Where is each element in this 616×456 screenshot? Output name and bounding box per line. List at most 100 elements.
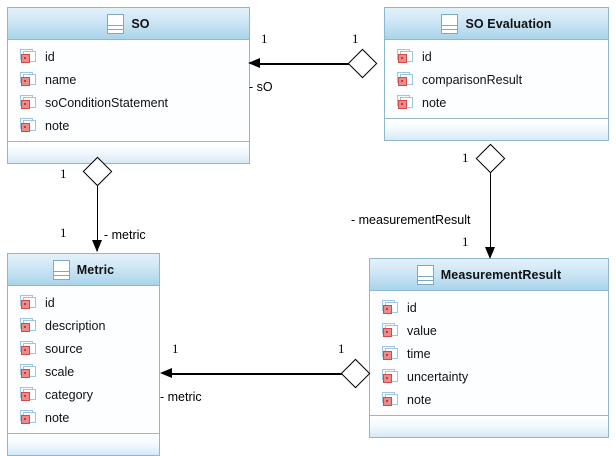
attribute-row[interactable]: note (385, 91, 608, 114)
attribute-row[interactable]: source (8, 337, 159, 360)
multiplicity-target-soeval-so: 1 (261, 31, 268, 46)
class-box-so[interactable]: SO id name soConditionStatement (7, 7, 250, 164)
attribute-row[interactable]: id (8, 291, 159, 314)
class-box-metric[interactable]: Metric id description source (7, 253, 160, 456)
attribute-private-icon (382, 369, 400, 384)
attribute-label: uncertainty (407, 369, 469, 384)
association-arrowhead-measurementresult-metric (160, 368, 172, 378)
association-role-soeval-so: - sO (249, 80, 273, 94)
attribute-private-icon (20, 364, 38, 379)
attribute-label: note (45, 118, 70, 133)
association-line-soeval-measurementresult[interactable] (489, 156, 492, 251)
association-line-so-metric[interactable] (96, 168, 99, 251)
multiplicity-target-soeval-measurementresult: 1 (462, 234, 469, 249)
class-attributes-so-evaluation: id comparisonResult note (385, 40, 608, 119)
attribute-private-icon (20, 410, 38, 425)
multiplicity-source-soeval-so: 1 (352, 31, 359, 46)
attribute-row[interactable]: note (8, 406, 159, 429)
attribute-label: note (45, 410, 70, 425)
attribute-row[interactable]: id (370, 296, 608, 319)
class-attributes-so: id name soConditionStatement note (8, 40, 249, 142)
class-name-measurement-result: MeasurementResult (440, 267, 562, 282)
class-header-so: SO (8, 8, 249, 40)
association-line-soeval-so[interactable] (258, 63, 350, 65)
attribute-private-icon (20, 387, 38, 402)
attribute-label: description (45, 318, 106, 333)
attribute-private-icon (382, 323, 400, 338)
aggregation-diamond-soeval-so (347, 48, 378, 79)
attribute-label: soConditionStatement (45, 95, 168, 110)
attribute-label: note (422, 95, 447, 110)
multiplicity-source-so-metric: 1 (60, 166, 67, 181)
attribute-row[interactable]: description (8, 314, 159, 337)
attribute-private-icon (20, 95, 38, 110)
association-arrowhead-soeval-measurementresult (484, 247, 495, 259)
class-operations-metric (8, 434, 159, 455)
attribute-row[interactable]: time (370, 342, 608, 365)
attribute-label: id (45, 49, 55, 64)
class-icon (416, 264, 434, 285)
class-name-metric: Metric (76, 262, 115, 277)
attribute-label: source (45, 341, 83, 356)
attribute-row[interactable]: uncertainty (370, 365, 608, 388)
class-box-so-evaluation[interactable]: SO Evaluation id comparisonResult not (384, 7, 609, 141)
class-header-metric: Metric (8, 254, 159, 286)
attribute-private-icon (20, 72, 38, 87)
attribute-label: category (45, 387, 93, 402)
multiplicity-source-measurementresult-metric: 1 (338, 341, 345, 356)
association-line-measurementresult-metric[interactable] (170, 373, 345, 375)
association-role-measurementresult-metric: - metric (160, 390, 202, 404)
attribute-row[interactable]: soConditionStatement (8, 91, 249, 114)
class-operations-measurement-result (370, 416, 608, 437)
attribute-private-icon (382, 392, 400, 407)
attribute-label: value (407, 323, 437, 338)
attribute-row[interactable]: id (8, 45, 249, 68)
attribute-label: id (407, 300, 417, 315)
attribute-private-icon (397, 95, 415, 110)
class-icon (107, 13, 125, 34)
association-role-soeval-measurementresult: - measurementResult (351, 213, 471, 227)
attribute-label: time (407, 346, 431, 361)
association-arrowhead-soeval-so (248, 58, 260, 68)
attribute-private-icon (20, 49, 38, 64)
class-box-measurement-result[interactable]: MeasurementResult id value time (369, 258, 609, 438)
attribute-label: name (45, 72, 77, 87)
association-role-so-metric: - metric (104, 228, 146, 242)
attribute-row[interactable]: id (385, 45, 608, 68)
class-operations-so-evaluation (385, 119, 608, 140)
class-icon (52, 259, 70, 280)
class-header-measurement-result: MeasurementResult (370, 259, 608, 291)
attribute-private-icon (20, 295, 38, 310)
attribute-label: id (45, 295, 55, 310)
attribute-row[interactable]: scale (8, 360, 159, 383)
attribute-row[interactable]: comparisonResult (385, 68, 608, 91)
attribute-label: comparisonResult (422, 72, 523, 87)
class-icon (441, 13, 459, 34)
aggregation-diamond-soeval-measurementresult (475, 143, 506, 174)
association-arrowhead-so-metric (91, 240, 102, 252)
multiplicity-target-measurementresult-metric: 1 (172, 341, 179, 356)
attribute-label: scale (45, 364, 75, 379)
class-operations-so (8, 142, 249, 163)
attribute-label: id (422, 49, 432, 64)
attribute-label: note (407, 392, 432, 407)
attribute-row[interactable]: category (8, 383, 159, 406)
attribute-row[interactable]: note (370, 388, 608, 411)
attribute-row[interactable]: value (370, 319, 608, 342)
class-name-so-evaluation: SO Evaluation (465, 16, 552, 31)
class-attributes-metric: id description source scale (8, 286, 159, 434)
multiplicity-source-soeval-measurementresult: 1 (462, 150, 469, 165)
attribute-private-icon (20, 341, 38, 356)
class-attributes-measurement-result: id value time uncertainty (370, 291, 608, 416)
attribute-private-icon (382, 346, 400, 361)
class-name-so: SO (131, 16, 150, 31)
attribute-private-icon (382, 300, 400, 315)
multiplicity-target-so-metric: 1 (60, 225, 67, 240)
attribute-private-icon (20, 318, 38, 333)
attribute-row[interactable]: note (8, 114, 249, 137)
class-header-so-evaluation: SO Evaluation (385, 8, 608, 40)
aggregation-diamond-measurementresult-metric (340, 358, 371, 389)
attribute-private-icon (397, 72, 415, 87)
attribute-row[interactable]: name (8, 68, 249, 91)
